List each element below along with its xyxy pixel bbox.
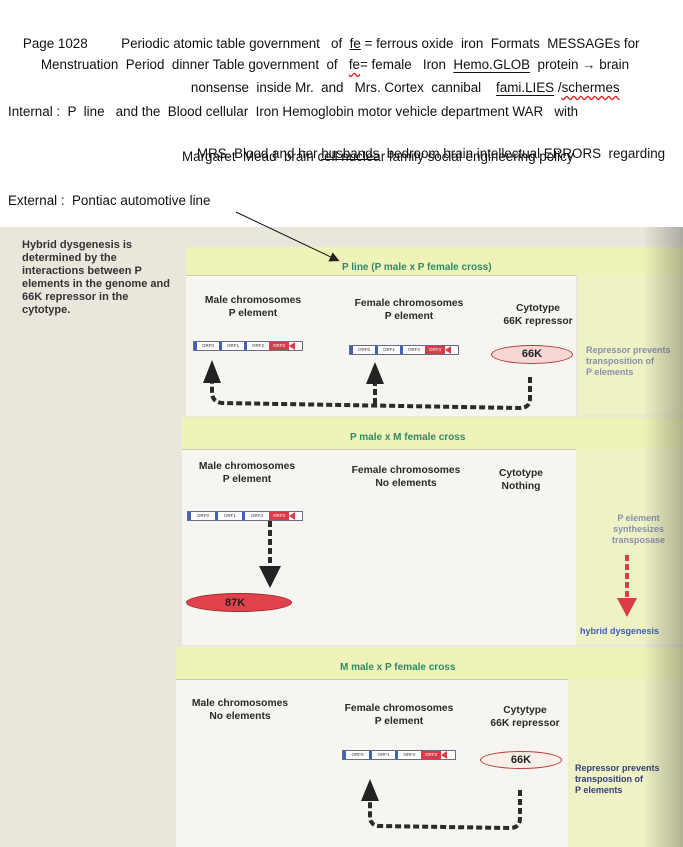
internal-line-2-a: MRS. Blood and her [196, 146, 322, 161]
panel1-title-band [186, 247, 683, 275]
panel1-male-label: Male chromosomes P element [204, 295, 302, 319]
panel2-female-label: Female chromosomes No elements [351, 465, 461, 489]
header-line-3-families: fami.LIES [496, 80, 555, 95]
header-line-2-hemoglob: Hemo.GLOB [453, 57, 531, 72]
panel3-title: M male x P female cross [340, 662, 456, 673]
panel1-female-label: Female chromosomes P element [354, 298, 464, 322]
orf2-segment: ORF2 [247, 342, 269, 350]
panel3-male-label: Male chromosomes No elements [191, 698, 289, 722]
panel3-66k-protein: 66K [480, 751, 562, 769]
panel3-right-column [568, 679, 683, 847]
header-line-2-a: Menstruation Period dinner Table governm… [40, 57, 349, 72]
panel2 [182, 449, 576, 645]
orf3-segment: ORF3 [425, 346, 445, 354]
header-line-3-a: nonsense inside Mr. and Mrs. Cortex cann… [190, 80, 497, 95]
header-line-3-c: / [554, 80, 562, 95]
panel2-male-p-element: ORF0 ORF1 ORF3 ORF3 [187, 511, 303, 521]
panel2-arrowhead-down [259, 566, 281, 588]
orf0-segment: ORF0 [353, 346, 375, 354]
orf0-segment: ORF0 [191, 512, 215, 520]
panel1-cytotype-label: Cytotype 66K repressor [503, 303, 573, 327]
panel1-arrowhead-male [203, 360, 221, 383]
orf3-segment: ORF3 [269, 342, 289, 350]
header-line-3-schermes: schermes [561, 80, 620, 95]
panel2-note: P element synthesizes transposase [611, 513, 666, 545]
orf1-segment: ORF1 [222, 342, 244, 350]
orf2-segment: ORF2 [398, 751, 421, 759]
orf1-segment: ORF1 [218, 512, 242, 520]
document-text: Page 1028 Periodic atomic table governme… [0, 0, 683, 230]
panel1-male-p-element: ORF0 ORF1 ORF2 ORF3 [193, 341, 303, 351]
panel2-male-label: Male chromosomes P element [198, 461, 296, 485]
orf1-segment: ORF1 [378, 346, 400, 354]
panel1-female-p-element: ORF0 ORF1 ORF2 ORF3 [349, 345, 459, 355]
panel2-red-arrowhead [617, 598, 637, 617]
header-line-1: Page 1028 Periodic atomic table governme… [8, 14, 640, 74]
internal-line-2-husbands: husbands [321, 146, 380, 161]
pointer-arrow [235, 211, 340, 262]
scanned-figure: Hybrid dysgenesis is determined by the i… [0, 227, 683, 847]
header-line-2-e: protein → brain [530, 57, 630, 72]
header-line-2-fe: fe [348, 57, 360, 72]
panel1-66k-protein: 66K [491, 345, 573, 364]
panel2-87k-protein: 87K [186, 593, 292, 612]
orf2-segment: ORF2 [403, 346, 425, 354]
panel2-title-band [182, 417, 683, 449]
header-line-3: nonsense inside Mr. and Mrs. Cortex cann… [176, 58, 620, 118]
orf3-segment: ORF3 [421, 751, 441, 759]
header-line-2-c: = female Iron [359, 57, 454, 72]
header-line-1-a: Page 1028 Periodic atomic table governme… [22, 36, 350, 51]
panel3-dashed-loop [368, 790, 522, 831]
panel3-arrowhead-up [361, 779, 379, 801]
header-line-2: Menstruation Period dinner Table governm… [26, 35, 629, 95]
page-gutter-shadow [643, 227, 683, 847]
figure-caption: Hybrid dysgenesis is determined by the i… [22, 239, 170, 316]
panel3-cytotype-label: Cytytype 66K repressor [490, 705, 560, 729]
panel1-note: Repressor prevents transposition of P el… [586, 345, 671, 377]
panel1-dashed-loop [210, 377, 532, 411]
panel3-title-band [176, 647, 683, 679]
external-line-1: External : Pontiac automotive line [8, 193, 211, 208]
header-line-1-fe: fe [349, 36, 361, 51]
orf2-segment: ORF3 [245, 512, 269, 520]
orf3-segment: ORF3 [269, 512, 289, 520]
panel3-female-label: Female chromosomes P element [344, 703, 454, 727]
panel1-title: P line (P male x P female cross) [342, 262, 492, 273]
panel2-cytotype-label: Cytotype Nothing [498, 468, 544, 492]
panel1-arrowhead-female [366, 362, 384, 384]
internal-line-1: Internal : P line and the Blood cellular… [8, 104, 579, 119]
header-line-1-c: = ferrous oxide iron Formats MESSAGEs fo… [360, 36, 640, 51]
panel1-right-column [578, 275, 683, 415]
orf0-segment: ORF0 [197, 342, 219, 350]
panel3-female-p-element: ORF0 ORF1 ORF2 ORF3 [342, 750, 456, 760]
orf1-segment: ORF1 [372, 751, 395, 759]
panel2-title: P male x M female cross [350, 432, 466, 443]
panel3-note: Repressor prevents transposition of P el… [575, 763, 660, 795]
orf0-segment: ORF0 [346, 751, 369, 759]
internal-line-2: MRS. Blood and her husbands bedroom brai… [182, 124, 665, 184]
internal-line-2-c: bedroom brain intellectual ERRORS regard… [379, 146, 666, 161]
internal-line-3: Margaret Mead brain cell nuclear family … [182, 149, 574, 164]
panel2-result: hybrid dysgenesis [580, 626, 660, 636]
